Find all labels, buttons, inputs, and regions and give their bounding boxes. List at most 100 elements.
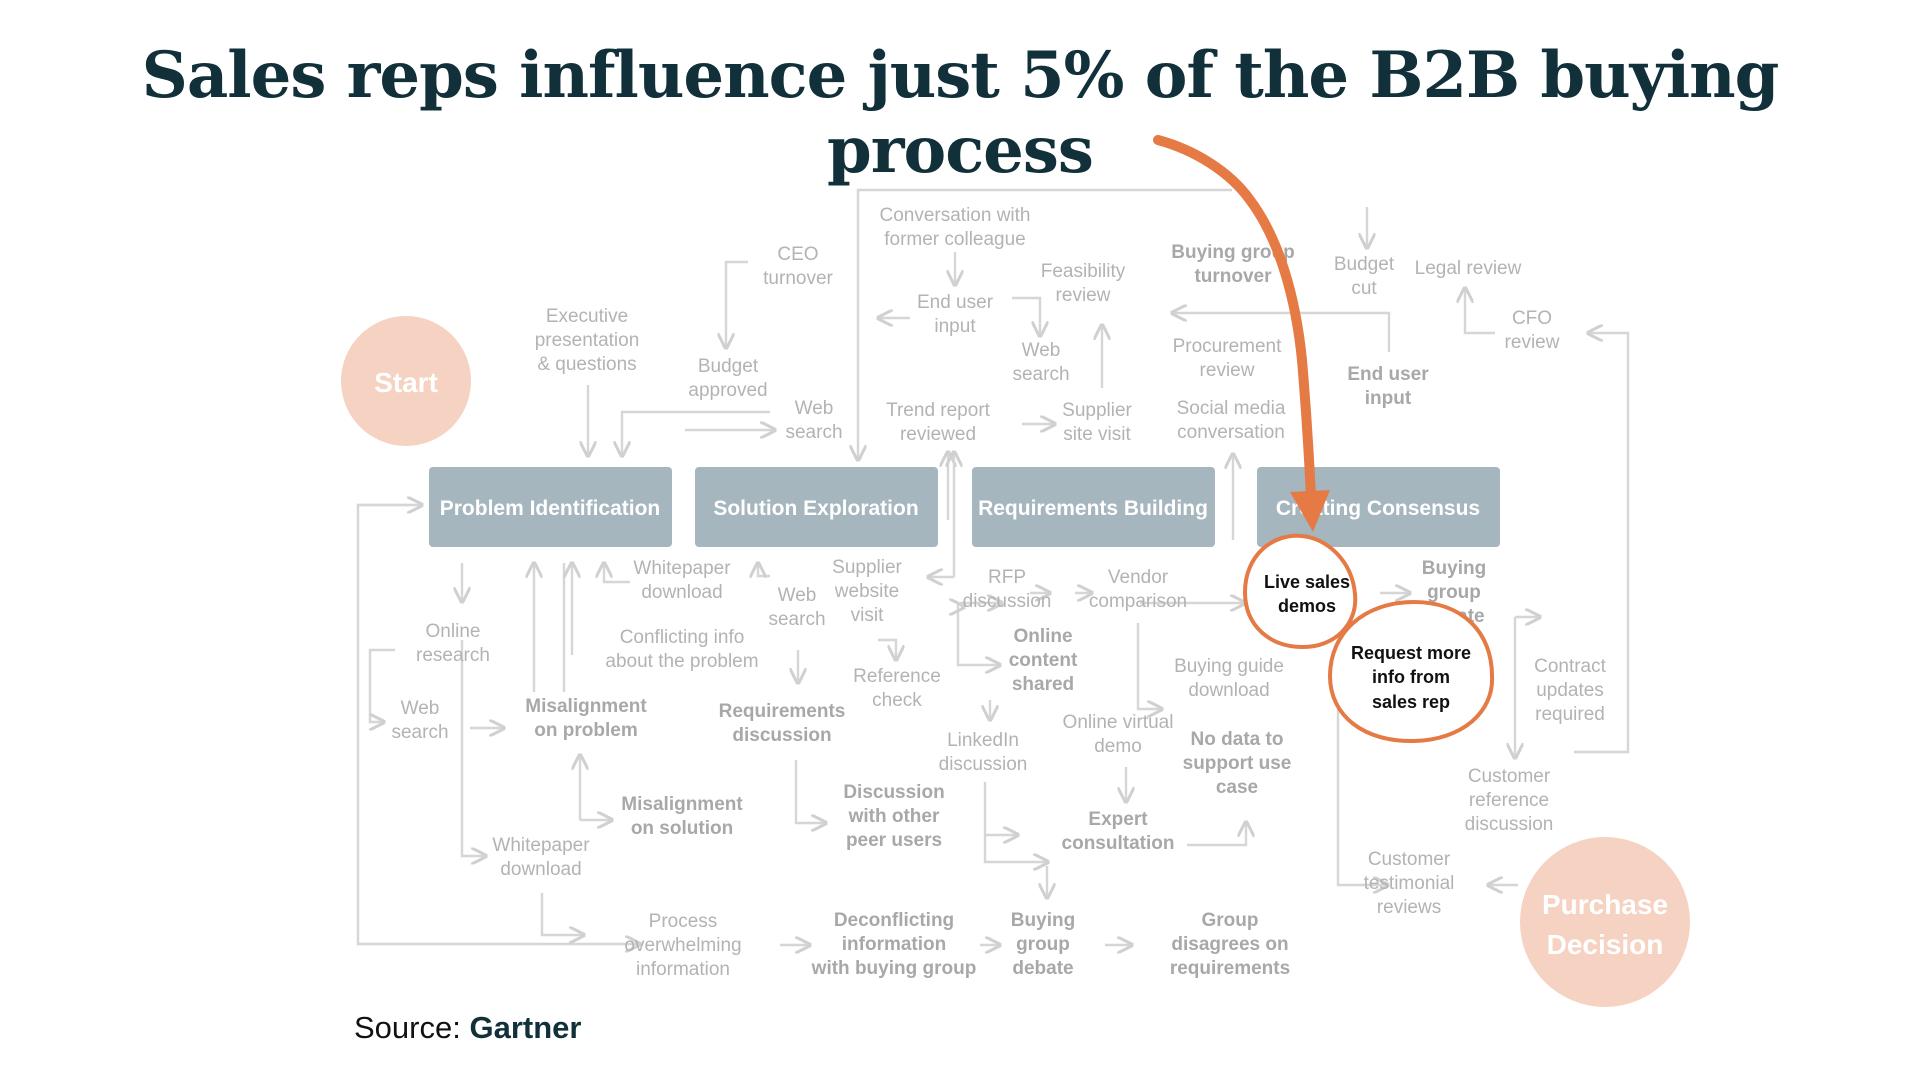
label-line: Buying group	[1171, 242, 1294, 263]
label-line: Process	[649, 911, 718, 932]
label-line: information	[636, 959, 730, 980]
label-line: reference	[1469, 790, 1549, 811]
label-line: CEO	[777, 244, 818, 265]
label-line: Contract	[1534, 656, 1607, 677]
label-line: former colleague	[884, 229, 1026, 250]
label-line: Deconflicting	[834, 910, 954, 931]
request-more-info-highlight: Request more info from sales rep	[1327, 599, 1495, 744]
label-line: conversation	[1177, 422, 1285, 443]
label-line: Customer	[1368, 849, 1451, 870]
label-line: with buying group	[811, 958, 977, 979]
start-circle: Start	[341, 316, 471, 446]
stage-problem-identification: Problem Identification	[429, 467, 672, 547]
label-line: Budget	[698, 356, 759, 377]
label-whitepaper-dl-left: Whitepaper download	[492, 835, 590, 880]
label-line: support use	[1183, 753, 1292, 774]
label-line: No data to	[1191, 729, 1284, 750]
svg-text:sales rep: sales rep	[1372, 692, 1450, 712]
svg-text:Purchase: Purchase	[1542, 889, 1668, 920]
label-line: Supplier	[1062, 400, 1132, 421]
label-line: Buying	[1422, 558, 1486, 579]
label-supplier-site-visit: Supplier site visit	[1062, 400, 1132, 445]
label-line: Supplier	[832, 557, 902, 578]
label-conflicting-info: Conflicting info about the problem	[605, 627, 758, 672]
label-line: Group	[1202, 910, 1259, 931]
label-line: Vendor	[1108, 567, 1169, 588]
label-line: required	[1535, 704, 1605, 725]
label-line: cut	[1351, 278, 1377, 299]
label-line: discussion	[1465, 814, 1554, 835]
svg-text:Solution Exploration: Solution Exploration	[713, 497, 918, 520]
label-line: content	[1009, 650, 1078, 671]
label-line: comparison	[1089, 591, 1187, 612]
label-line: requirements	[1170, 958, 1290, 979]
label-line: website	[834, 581, 899, 602]
label-line: Trend report	[886, 400, 991, 421]
label-line: End user	[917, 292, 994, 313]
label-line: debate	[1012, 958, 1073, 979]
label-line: presentation	[535, 330, 640, 351]
label-line: Requirements	[719, 701, 846, 722]
label-line: Conversation with	[879, 205, 1030, 226]
label-line: case	[1216, 777, 1258, 798]
label-line: on problem	[534, 720, 637, 741]
label-line: turnover	[1194, 266, 1272, 287]
label-line: about the problem	[605, 651, 758, 672]
label-line: review	[1056, 285, 1111, 306]
label-conv-colleague: Conversation with former colleague	[879, 205, 1030, 250]
label-line: consultation	[1062, 833, 1175, 854]
label-line: Executive	[546, 306, 628, 327]
label-line: download	[641, 582, 722, 603]
label-line: approved	[688, 380, 767, 401]
label-line: Online	[1013, 626, 1072, 647]
label-line: shared	[1012, 674, 1074, 695]
label-line: Legal review	[1415, 258, 1522, 279]
purchase-decision-circle: Purchase Decision	[1520, 837, 1690, 1007]
label-line: Conflicting info	[620, 627, 745, 648]
label-line: Feasibility	[1041, 261, 1126, 282]
label-line: LinkedIn	[947, 730, 1019, 751]
svg-text:Live sales: Live sales	[1264, 572, 1350, 592]
label-line: Whitepaper	[492, 835, 590, 856]
label-line: site visit	[1063, 424, 1131, 445]
label-line: visit	[851, 605, 884, 626]
label-line: demo	[1094, 736, 1142, 757]
label-line: Online virtual	[1063, 712, 1174, 733]
label-line: download	[500, 859, 581, 880]
label-line: discussion	[939, 754, 1028, 775]
label-line: discussion	[963, 591, 1052, 612]
label-line: input	[1365, 388, 1412, 409]
stage-solution-exploration: Solution Exploration	[695, 467, 938, 547]
label-buying-group-turnover: Buying group turnover	[1171, 242, 1294, 287]
label-line: testimonial	[1364, 873, 1455, 894]
label-line: CFO	[1512, 308, 1552, 329]
label-buying-group-debate-bottom: Buying group debate	[1011, 910, 1075, 979]
label-line: Buying guide	[1174, 656, 1284, 677]
label-line: review	[1200, 360, 1255, 381]
label-line: group	[1016, 934, 1070, 955]
label-line: Online	[426, 621, 481, 642]
label-online-content: Online content shared	[1009, 626, 1078, 695]
label-no-data: No data to support use case	[1183, 729, 1292, 798]
connector-lines	[356, 188, 1630, 945]
live-sales-demos-highlight: Live sales demos	[1242, 533, 1358, 650]
svg-text:Decision: Decision	[1547, 929, 1664, 960]
label-line: Web	[778, 585, 817, 606]
label-line: Buying	[1011, 910, 1075, 931]
